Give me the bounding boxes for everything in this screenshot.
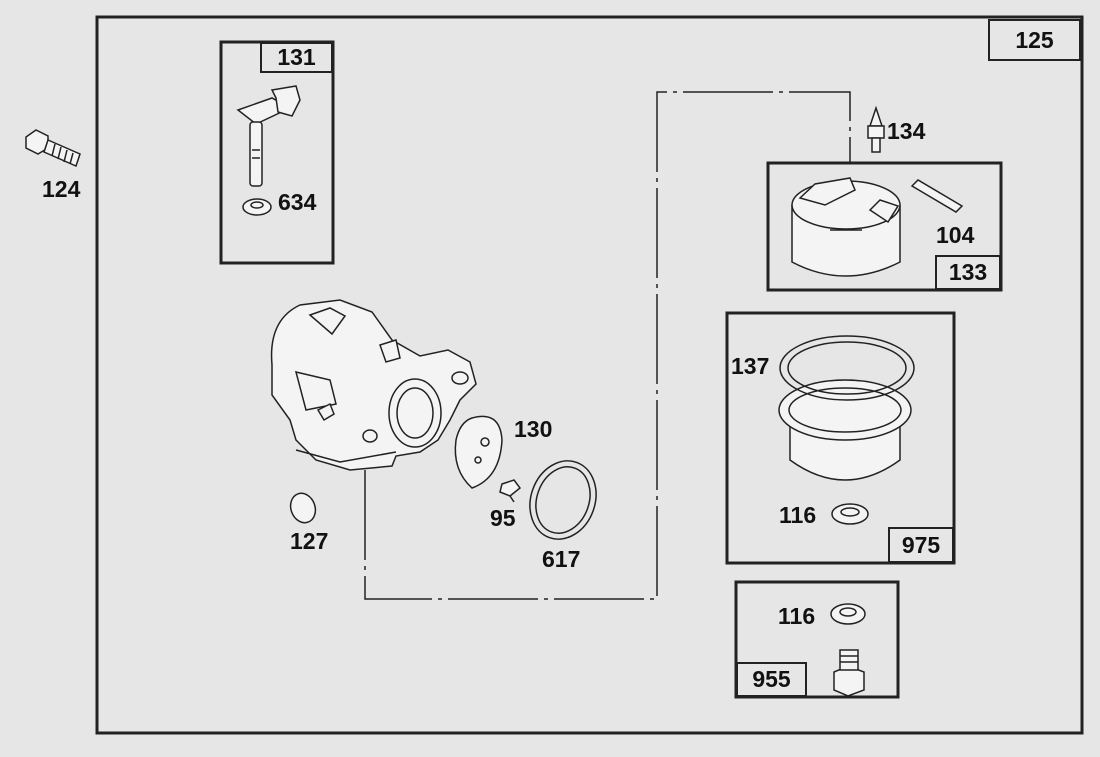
- needle-part-134: [867, 105, 885, 153]
- throttle-shaft-part-131: [236, 85, 301, 187]
- pin-part-104: [910, 179, 964, 213]
- group-box-955: [734, 580, 900, 699]
- label-124: 124: [42, 176, 81, 202]
- label-634: 634: [278, 189, 317, 215]
- label-116-b: 116: [778, 603, 816, 629]
- float-part-133: [791, 177, 901, 277]
- label-125: 125: [988, 19, 1081, 61]
- washer-part-116-b: [830, 603, 866, 625]
- label-131: 131: [260, 42, 333, 73]
- label-116-a: 116: [779, 502, 817, 528]
- outer-frame: [95, 15, 1084, 735]
- plate-part-130: [454, 415, 503, 489]
- bowl-nut-part-955: [833, 649, 865, 697]
- label-975: 975: [888, 527, 954, 563]
- label-127: 127: [290, 528, 329, 554]
- label-133: 133: [935, 255, 1001, 290]
- label-617: 617: [542, 546, 581, 572]
- washer-part-116-a: [831, 503, 869, 525]
- label-130: 130: [514, 416, 553, 442]
- label-137: 137: [731, 353, 770, 379]
- plug-part-127: [289, 492, 317, 524]
- group-box-975: [725, 311, 956, 565]
- bowl-part-975: [778, 379, 912, 481]
- bowl-gasket-part-137: [779, 335, 915, 401]
- label-134: 134: [887, 118, 926, 144]
- gasket-part-617: [529, 460, 597, 540]
- seal-part-634: [242, 198, 272, 216]
- label-955: 955: [736, 662, 807, 697]
- bolt-part-124: [25, 129, 81, 168]
- group-box-133: [766, 161, 1003, 292]
- label-104: 104: [936, 222, 975, 248]
- group-box-131: [219, 40, 335, 265]
- carburetor-body: [270, 299, 477, 471]
- label-95: 95: [490, 505, 516, 531]
- screw-part-95: [499, 479, 522, 503]
- connector-line: [364, 91, 851, 600]
